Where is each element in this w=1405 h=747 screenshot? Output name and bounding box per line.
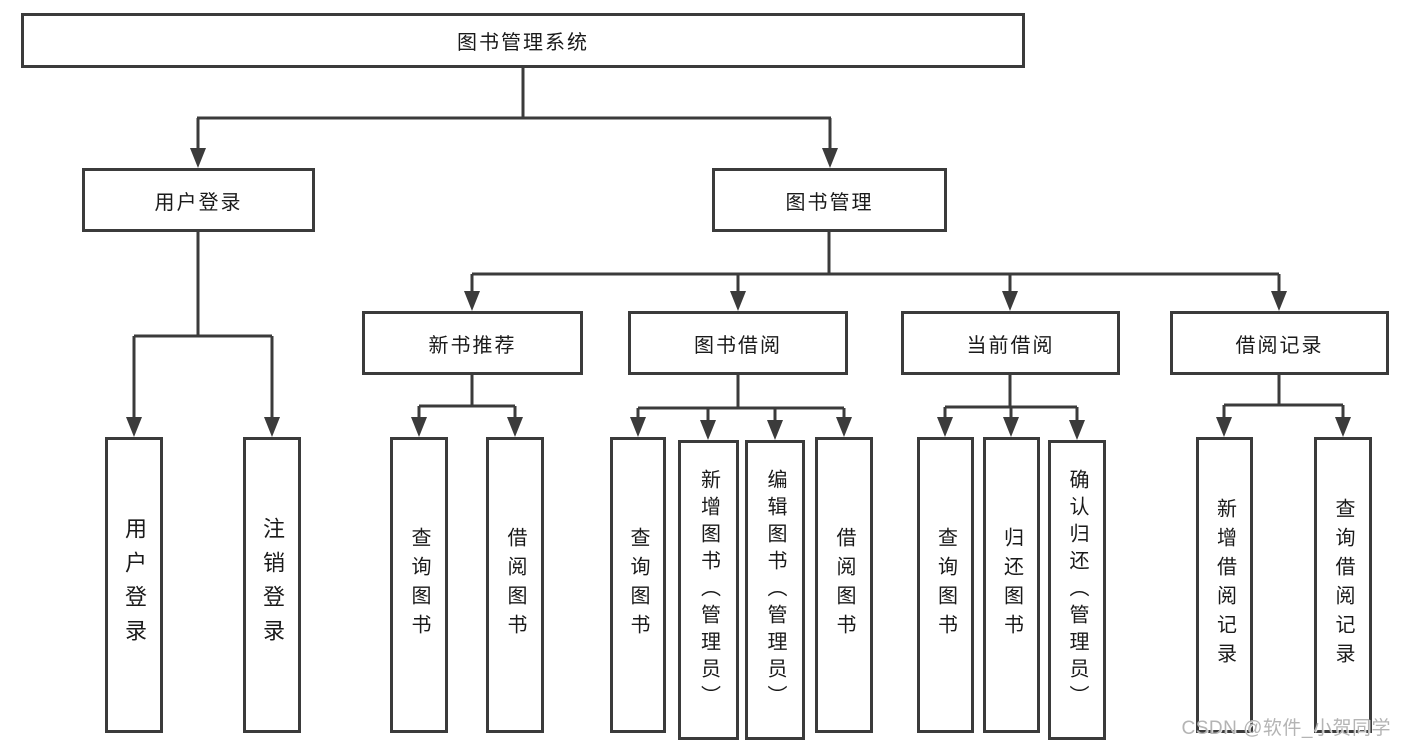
- node-borrow-records-label: 借阅记录: [1235, 334, 1324, 357]
- leaf-query-books-1-label: 查询图书: [408, 527, 430, 643]
- leaf-borrow-books-1: 借阅图书: [486, 437, 544, 733]
- leaf-query-books-2-label: 查询图书: [627, 527, 649, 643]
- leaf-confirm-return-admin: 确认归还（管理员）: [1048, 440, 1106, 740]
- leaf-query-books-2: 查询图书: [610, 437, 666, 733]
- leaf-logout: 注销登录: [243, 437, 301, 733]
- node-book-management: 图书管理: [712, 168, 947, 232]
- leaf-logout-label: 注销登录: [260, 517, 285, 653]
- leaf-query-books-1: 查询图书: [390, 437, 448, 733]
- watermark: CSDN @软件_小贺同学: [1181, 718, 1391, 739]
- node-new-book-recommend: 新书推荐: [362, 311, 583, 375]
- leaf-confirm-return-admin-label: 确认归还（管理员）: [1066, 468, 1088, 712]
- leaf-edit-book-admin: 编辑图书（管理员）: [745, 440, 805, 740]
- node-book-management-label: 图书管理: [785, 191, 874, 214]
- node-current-borrow-label: 当前借阅: [966, 334, 1055, 357]
- leaf-add-borrow-record: 新增借阅记录: [1196, 437, 1253, 733]
- connector-arrowheads: [126, 148, 1351, 440]
- node-root: 图书管理系统: [21, 13, 1025, 68]
- leaf-borrow-books-2-label: 借阅图书: [833, 527, 855, 643]
- node-root-label: 图书管理系统: [457, 32, 589, 54]
- node-book-borrow-label: 图书借阅: [694, 334, 782, 357]
- node-borrow-records: 借阅记录: [1170, 311, 1389, 375]
- leaf-add-book-admin-label: 新增图书（管理员）: [697, 468, 720, 712]
- node-book-borrow: 图书借阅: [628, 311, 848, 375]
- leaf-user-login: 用户登录: [105, 437, 163, 733]
- leaf-add-borrow-record-label: 新增借阅记录: [1213, 498, 1236, 672]
- connector-lines: [132, 68, 1345, 422]
- leaf-borrow-books-1-label: 借阅图书: [504, 527, 526, 643]
- leaf-return-book: 归还图书: [983, 437, 1040, 733]
- leaf-edit-book-admin-label: 编辑图书（管理员）: [764, 468, 786, 712]
- node-user-login-label: 用户登录: [154, 191, 243, 214]
- node-new-book-recommend-label: 新书推荐: [428, 334, 517, 357]
- leaf-add-book-admin: 新增图书（管理员）: [678, 440, 739, 740]
- node-user-login: 用户登录: [82, 168, 315, 232]
- leaf-query-borrow-record-label: 查询借阅记录: [1332, 498, 1354, 672]
- leaf-query-books-3-label: 查询图书: [934, 527, 957, 643]
- leaf-query-borrow-record: 查询借阅记录: [1314, 437, 1372, 733]
- leaf-borrow-books-2: 借阅图书: [815, 437, 873, 733]
- leaf-query-books-3: 查询图书: [917, 437, 974, 733]
- leaf-user-login-label: 用户登录: [122, 517, 147, 653]
- node-current-borrow: 当前借阅: [901, 311, 1120, 375]
- leaf-return-book-label: 归还图书: [1000, 527, 1023, 643]
